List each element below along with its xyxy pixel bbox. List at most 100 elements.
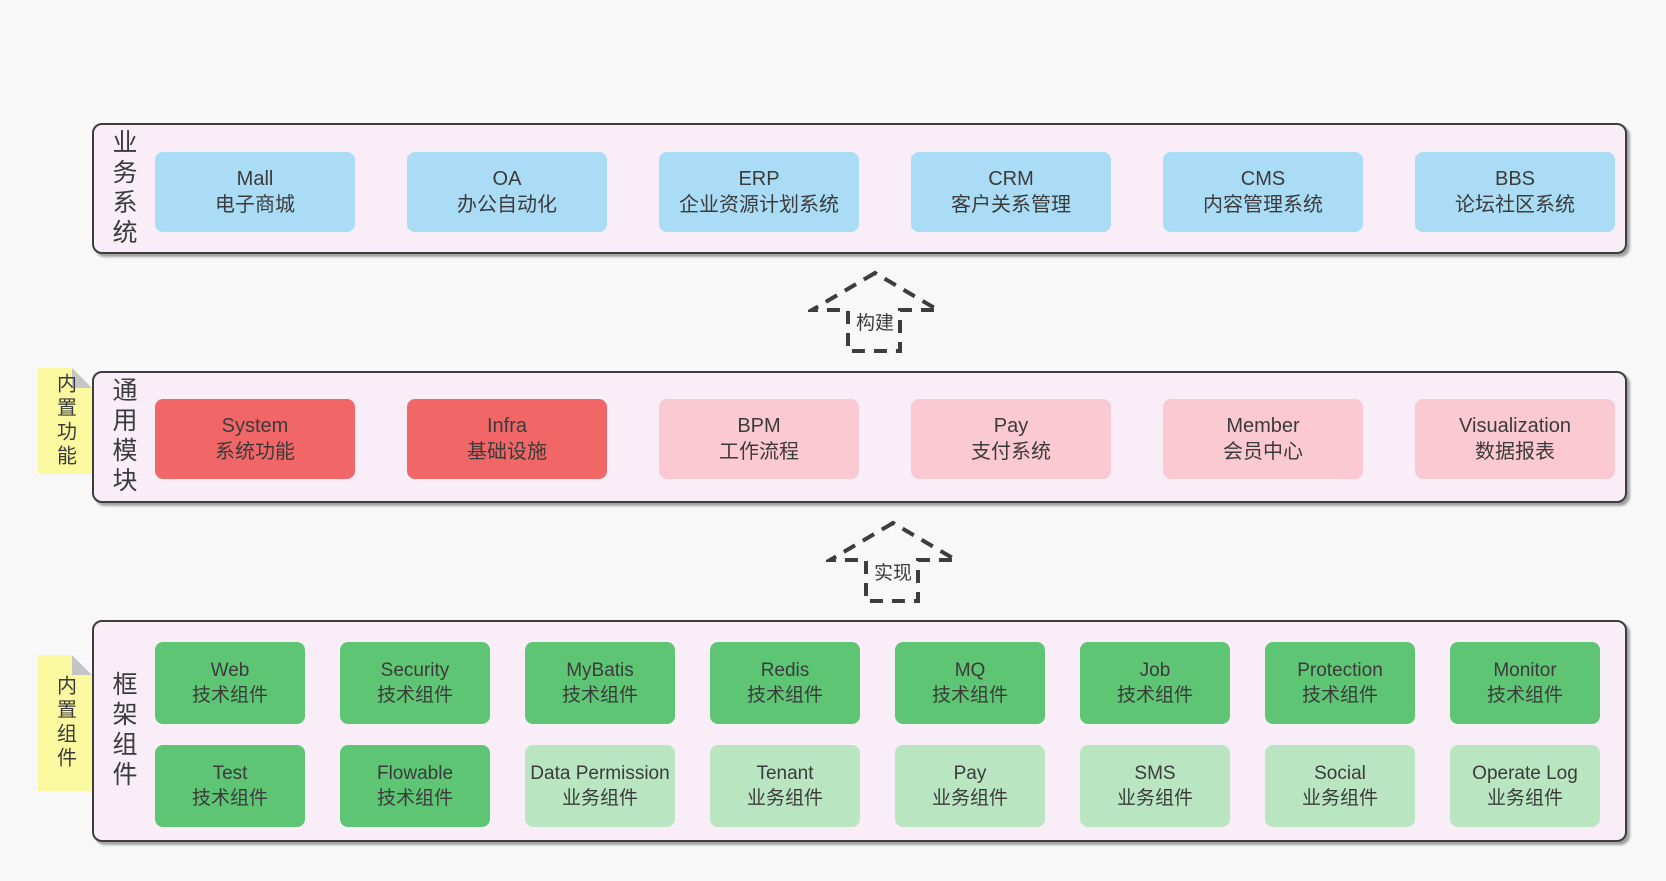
box-test: Test 技术组件 xyxy=(155,745,305,827)
box-subtitle: 系统功能 xyxy=(215,441,295,463)
box-subtitle: 业务组件 xyxy=(1301,788,1378,809)
box-subtitle: 业务组件 xyxy=(931,788,1008,809)
arrow-build: 构建 xyxy=(808,270,942,354)
box-subtitle: 技术组件 xyxy=(561,685,638,706)
box-title: System xyxy=(221,415,289,437)
box-title: Pay xyxy=(953,763,987,784)
box-monitor: Monitor 技术组件 xyxy=(1450,642,1600,724)
box-subtitle: 技术组件 xyxy=(1116,685,1193,706)
box-member: Member 会员中心 xyxy=(1163,399,1363,479)
box-title: SMS xyxy=(1134,763,1176,784)
arrow-implement-label: 实现 xyxy=(870,558,916,585)
box-subtitle: 技术组件 xyxy=(191,685,268,706)
box-subtitle: 技术组件 xyxy=(746,685,823,706)
box-subtitle: 技术组件 xyxy=(931,685,1008,706)
box-social: Social 业务组件 xyxy=(1265,745,1415,827)
box-title: Job xyxy=(1139,660,1171,681)
box-subtitle: 技术组件 xyxy=(376,685,453,706)
box-title: ERP xyxy=(738,168,780,190)
box-erp: ERP 企业资源计划系统 xyxy=(659,152,859,232)
box-title: Social xyxy=(1314,763,1366,784)
box-title: OA xyxy=(492,168,522,190)
box-title: BPM xyxy=(737,415,781,437)
box-subtitle: 业务组件 xyxy=(561,788,638,809)
box-pay: Pay 支付系统 xyxy=(911,399,1111,479)
box-bpm: BPM 工作流程 xyxy=(659,399,859,479)
box-subtitle: 技术组件 xyxy=(1486,685,1563,706)
box-title: Visualization xyxy=(1459,415,1571,437)
layer-business-systems: 业务系统 Mall 电子商城 OA 办公自动化 ERP 企业资源计划系统 CRM 客户关系管理… xyxy=(92,123,1627,254)
box-title: Pay xyxy=(993,415,1029,437)
box-title: Monitor xyxy=(1493,660,1557,681)
tab-built-in-components-label: 内置组件 xyxy=(53,675,76,771)
box-subtitle: 技术组件 xyxy=(376,788,453,809)
box-job: Job 技术组件 xyxy=(1080,642,1230,724)
box-title: CMS xyxy=(1240,168,1286,190)
tab-built-in-features: 内置功能 xyxy=(38,368,92,474)
tab-built-in-features-label: 内置功能 xyxy=(53,373,76,469)
box-title: MQ xyxy=(954,660,986,681)
box-pay: Pay 业务组件 xyxy=(895,745,1045,827)
box-crm: CRM 客户关系管理 xyxy=(911,152,1111,232)
box-mq: MQ 技术组件 xyxy=(895,642,1045,724)
box-subtitle: 办公自动化 xyxy=(457,194,557,216)
box-web: Web 技术组件 xyxy=(155,642,305,724)
box-bbs: BBS 论坛社区系统 xyxy=(1415,152,1615,232)
layer-common-modules-label: 通用模块 xyxy=(109,377,137,497)
box-mall: Mall 电子商城 xyxy=(155,152,355,232)
box-subtitle: 数据报表 xyxy=(1475,441,1555,463)
box-security: Security 技术组件 xyxy=(340,642,490,724)
box-protection: Protection 技术组件 xyxy=(1265,642,1415,724)
box-title: Test xyxy=(212,763,248,784)
box-title: Web xyxy=(210,660,250,681)
box-subtitle: 业务组件 xyxy=(1486,788,1563,809)
box-subtitle: 支付系统 xyxy=(971,441,1051,463)
box-title: Member xyxy=(1226,415,1300,437)
box-subtitle: 论坛社区系统 xyxy=(1455,194,1575,216)
box-title: Tenant xyxy=(756,763,814,784)
layer-business-systems-label: 业务系统 xyxy=(109,128,137,249)
arrow-build-label: 构建 xyxy=(852,308,898,335)
arrow-implement: 实现 xyxy=(826,520,960,604)
box-title: Flowable xyxy=(376,763,454,784)
box-title: Operate Log xyxy=(1472,763,1578,784)
box-subtitle: 电子商城 xyxy=(215,194,295,216)
box-subtitle: 业务组件 xyxy=(746,788,823,809)
box-subtitle: 客户关系管理 xyxy=(951,194,1071,216)
box-operate-log: Operate Log 业务组件 xyxy=(1450,745,1600,827)
box-subtitle: 技术组件 xyxy=(191,788,268,809)
box-title: Mall xyxy=(236,168,274,190)
box-visualization: Visualization 数据报表 xyxy=(1415,399,1615,479)
box-title: CRM xyxy=(988,168,1034,190)
box-tenant: Tenant 业务组件 xyxy=(710,745,860,827)
box-title: Security xyxy=(380,660,450,681)
box-title: BBS xyxy=(1494,168,1536,190)
box-system: System 系统功能 xyxy=(155,399,355,479)
tab-built-in-components: 内置组件 xyxy=(38,655,92,791)
box-data-permission: Data Permission 业务组件 xyxy=(525,745,675,827)
box-subtitle: 技术组件 xyxy=(1301,685,1378,706)
box-subtitle: 工作流程 xyxy=(719,441,799,463)
up-arrow-icon xyxy=(826,520,960,603)
box-subtitle: 企业资源计划系统 xyxy=(679,194,839,216)
box-flowable: Flowable 技术组件 xyxy=(340,745,490,827)
box-subtitle: 会员中心 xyxy=(1223,441,1303,463)
up-arrow-icon xyxy=(808,270,942,353)
box-title: Protection xyxy=(1297,660,1383,681)
box-subtitle: 基础设施 xyxy=(467,441,547,463)
box-title: Data Permission xyxy=(530,763,670,784)
